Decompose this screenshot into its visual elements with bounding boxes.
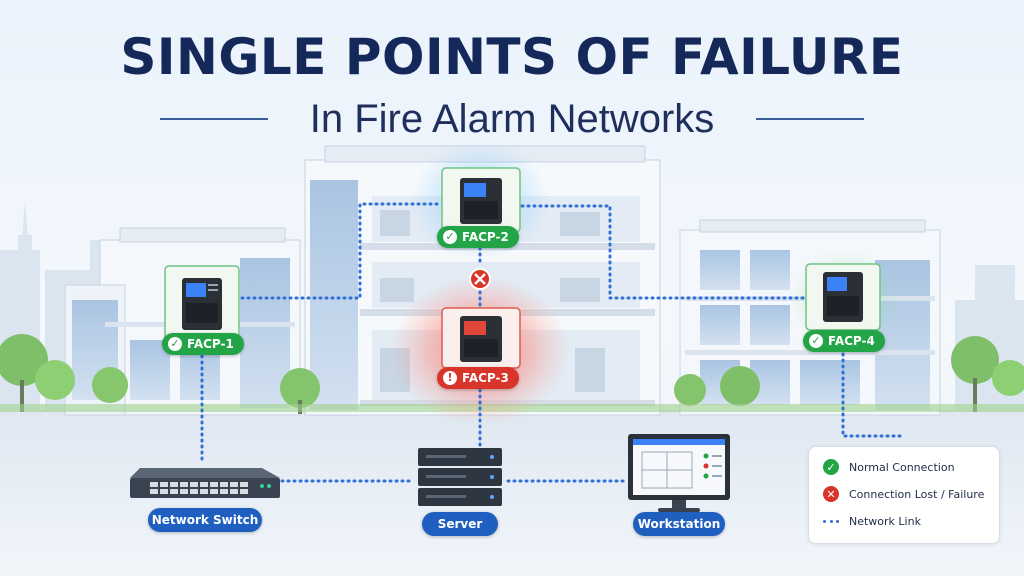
title-rule-left xyxy=(160,118,268,120)
legend-lost: ✕ Connection Lost / Failure xyxy=(823,486,984,502)
server-label: Server xyxy=(422,512,498,536)
facp3-label: FACP-3 xyxy=(462,371,509,385)
x-icon: ✕ xyxy=(823,486,839,502)
legend-lost-label: Connection Lost / Failure xyxy=(849,487,985,501)
facp4-panel[interactable] xyxy=(805,263,881,331)
left-building xyxy=(64,227,301,416)
title-rule-right xyxy=(756,118,864,120)
page-subtitle: In Fire Alarm Networks xyxy=(309,97,715,141)
exclamation-icon: ! xyxy=(443,371,457,385)
check-icon: ✓ xyxy=(168,337,182,351)
network-switch-device[interactable] xyxy=(130,468,280,498)
server-device[interactable] xyxy=(418,448,502,506)
network-links xyxy=(200,202,907,483)
facp1-label: FACP-1 xyxy=(187,337,234,351)
workstation-label: Workstation xyxy=(633,512,725,536)
legend-link: Network Link xyxy=(823,515,921,528)
legend-link-label: Network Link xyxy=(849,515,921,528)
facp3-panel[interactable] xyxy=(441,307,521,369)
dotted-line-icon xyxy=(823,520,839,523)
check-icon: ✓ xyxy=(809,334,823,348)
facp4-label: FACP-4 xyxy=(828,334,875,348)
facp1-status-badge[interactable]: ✓ FACP-1 xyxy=(162,333,244,355)
check-icon: ✓ xyxy=(823,459,839,475)
facp4-status-badge[interactable]: ✓ FACP-4 xyxy=(803,330,885,352)
facp2-label: FACP-2 xyxy=(462,230,509,244)
facp2-panel[interactable] xyxy=(441,167,521,233)
link-failure-marker xyxy=(469,268,491,290)
legend: ✓ Normal Connection ✕ Connection Lost / … xyxy=(808,446,1000,544)
legend-normal: ✓ Normal Connection xyxy=(823,459,955,475)
workstation-device[interactable] xyxy=(628,434,730,512)
facp2-status-badge[interactable]: ✓ FACP-2 xyxy=(437,226,519,248)
legend-normal-label: Normal Connection xyxy=(849,460,955,474)
page-title: SINGLE POINTS OF FAILURE xyxy=(120,28,904,86)
check-icon: ✓ xyxy=(443,230,457,244)
facp3-status-badge[interactable]: ! FACP-3 xyxy=(437,367,519,389)
network-switch-label: Network Switch xyxy=(148,508,262,532)
